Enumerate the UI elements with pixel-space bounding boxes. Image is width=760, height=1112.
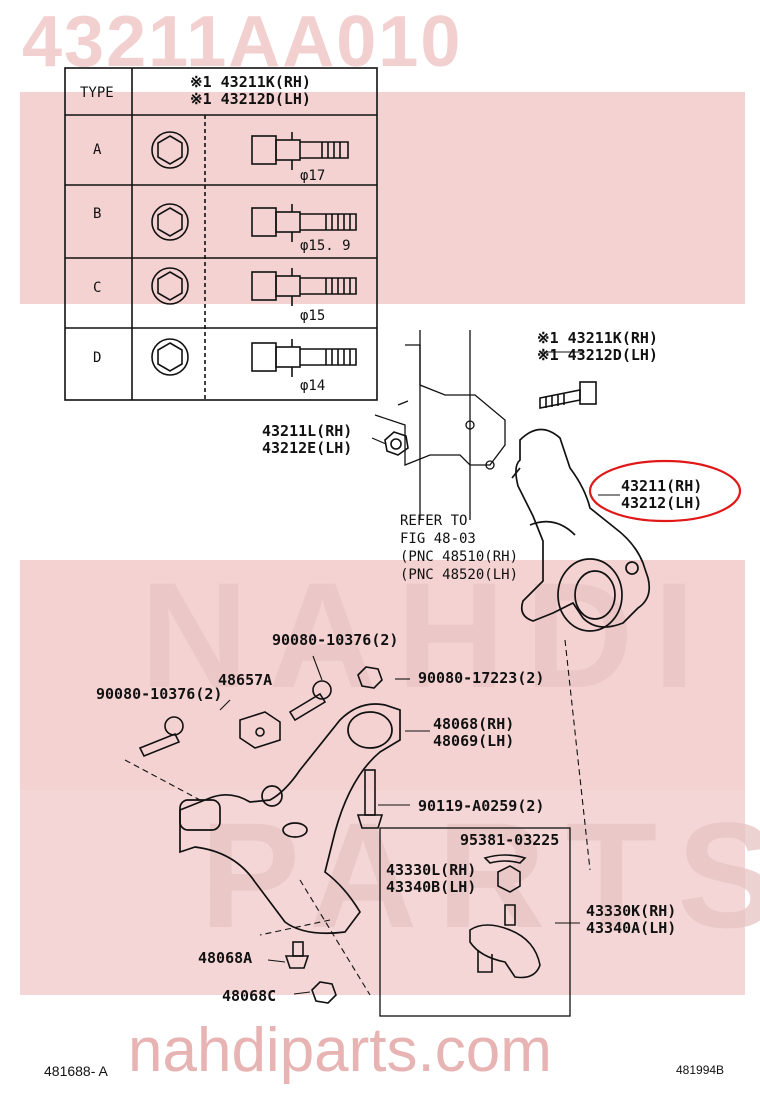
label-bushing-lh[interactable]: 48069(LH): [433, 732, 515, 750]
refer-line-2: FIG 48-03: [400, 531, 476, 547]
label-nut-90080-17223[interactable]: 90080-17223(2): [418, 669, 545, 687]
leader-lines: [219, 351, 620, 995]
watermark-part-code: 43211AA010: [22, 2, 463, 82]
refer-line-3: (PNC 48510(RH): [400, 549, 519, 565]
steering-knuckle: [511, 428, 651, 632]
bolt-48068A: [284, 941, 310, 969]
table-row-dia-b: φ15. 9: [300, 238, 351, 254]
label-balljoint-lh[interactable]: 43340A(LH): [586, 919, 677, 937]
label-bolt-90119[interactable]: 90119-A0259(2): [418, 797, 545, 815]
watermark-band-2: [20, 560, 745, 790]
label-knuckle-rh[interactable]: 43211(RH): [621, 477, 703, 495]
label-bolt-top-rh[interactable]: ※1 43211K(RH): [537, 329, 658, 347]
bolt-90080-b: [138, 716, 184, 758]
table-row-type-b: B: [93, 206, 102, 222]
refer-line-1: REFER TO: [400, 513, 468, 529]
bolt-90119: [356, 769, 384, 829]
label-48068c[interactable]: 48068C: [222, 987, 277, 1005]
label-bracket-48657a[interactable]: 48657A: [218, 671, 273, 689]
balljoint-box: [379, 827, 571, 1017]
footer-left-code: 481688- A: [44, 1063, 108, 1079]
highlight-ellipse: [588, 459, 742, 523]
bolt-90080-a: [288, 680, 332, 722]
label-ballnut-rh[interactable]: 43330L(RH): [386, 861, 477, 879]
label-48068a[interactable]: 48068A: [198, 949, 253, 967]
label-bolt-90080-a[interactable]: 90080-10376(2): [272, 631, 399, 649]
label-knuckle-lh[interactable]: 43212(LH): [621, 494, 703, 512]
table-row-type-a: A: [93, 142, 102, 158]
table-row-type-c: C: [93, 280, 102, 296]
bolt-top: [539, 381, 597, 409]
refer-line-4: (PNC 48520(LH): [400, 567, 519, 583]
label-cotter-pin[interactable]: 95381-03225: [460, 831, 560, 849]
label-bolt-90080-b[interactable]: 90080-10376(2): [96, 685, 223, 703]
footer-right-code: 481994B: [676, 1063, 725, 1077]
label-nut-left-lh[interactable]: 43212E(LH): [262, 439, 353, 457]
ball-joint: [469, 854, 541, 979]
strut-outline: [374, 330, 506, 520]
table-header-part-rh: ※1 43211K(RH): [190, 73, 311, 91]
table-row-dia-d: φ14: [300, 378, 326, 394]
table-row-dia-a: φ17: [300, 168, 326, 184]
watermark-brand-top: NAHDI: [140, 551, 715, 719]
label-ballnut-lh[interactable]: 43340B(LH): [386, 878, 477, 896]
nut-90080-17223: [357, 666, 383, 689]
table-row-dia-c: φ15: [300, 308, 326, 324]
label-balljoint-rh[interactable]: 43330K(RH): [586, 902, 677, 920]
watermark-band-1: [20, 92, 745, 304]
type-table-grid: [64, 67, 378, 401]
table-row-type-d: D: [93, 350, 102, 366]
nut-48068C: [311, 981, 337, 1004]
watermark-url: nahdiparts.com: [128, 1016, 552, 1085]
bracket-48657A: [239, 711, 281, 749]
table-header-part-lh: ※1 43212D(LH): [190, 90, 311, 108]
nut-left: [384, 431, 409, 456]
lower-control-arm: [179, 703, 401, 935]
label-bolt-top-lh[interactable]: ※1 43212D(LH): [537, 346, 658, 364]
table-header-type: TYPE: [80, 85, 114, 101]
label-nut-left-rh[interactable]: 43211L(RH): [262, 422, 353, 440]
row-icons: [151, 131, 357, 377]
label-bushing-rh[interactable]: 48068(RH): [433, 715, 515, 733]
